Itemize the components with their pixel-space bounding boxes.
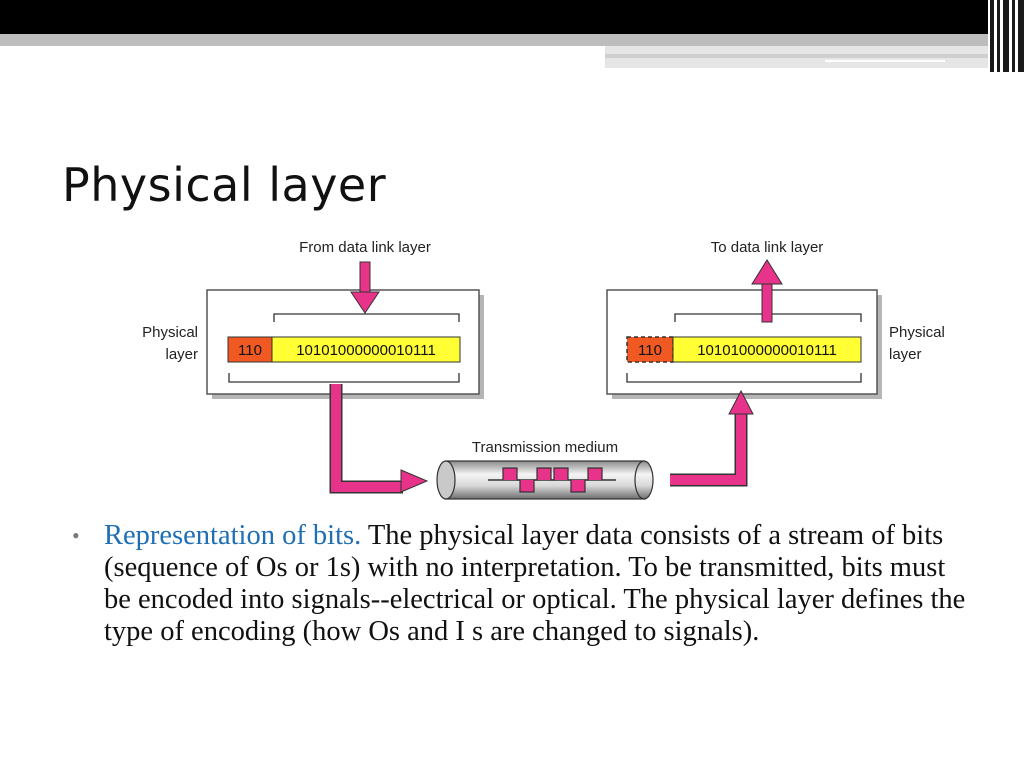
bullet-body: The physical layer data consists of a st… (104, 520, 966, 647)
top-gray-band (0, 34, 1000, 46)
corner-stripes (988, 0, 1024, 72)
receiver-header-bits: 110 (638, 342, 662, 359)
sender-side-label-2: layer (165, 346, 198, 363)
receiver-side-label-1: Physical (889, 324, 945, 341)
from-data-link-label: From data link layer (299, 239, 431, 256)
sender-side-label-1: Physical (142, 324, 198, 341)
bullet-dot-icon: • (72, 523, 80, 548)
transmission-medium-cable (436, 460, 654, 500)
receiver-data-bits: 10101000000010111 (697, 342, 837, 359)
bullet-lead: Representation of bits. (104, 520, 362, 551)
top-black-bar (0, 0, 1024, 34)
receiver-data-cell (672, 336, 862, 363)
bullet-list: • Representation of bits. The physical l… (72, 520, 972, 648)
bullet-paragraph: Representation of bits. The physical lay… (104, 520, 972, 648)
slide-title: Physical layer (62, 158, 387, 212)
sender-header-bits: 110 (238, 342, 262, 359)
arrow-medium-to-receiver (670, 389, 754, 487)
right-gray-band (605, 46, 1000, 68)
receiver-box: 110 10101000000010111 (606, 289, 882, 399)
sender-box: 110 10101000000010111 (206, 289, 484, 399)
to-data-link-label: To data link layer (711, 239, 824, 256)
sender-data-bits: 10101000000010111 (296, 342, 436, 359)
arrow-sender-to-medium (329, 384, 429, 494)
transmission-medium-label: Transmission medium (472, 439, 618, 456)
band-line (825, 60, 945, 62)
receiver-side-label-2: layer (889, 346, 922, 363)
arrow-into-sender (350, 261, 380, 314)
sender-header-cell (227, 336, 273, 363)
band-line (605, 54, 1000, 58)
arrow-out-of-receiver (751, 259, 783, 323)
sender-data-cell (271, 336, 461, 363)
receiver-header-cell (626, 336, 674, 363)
